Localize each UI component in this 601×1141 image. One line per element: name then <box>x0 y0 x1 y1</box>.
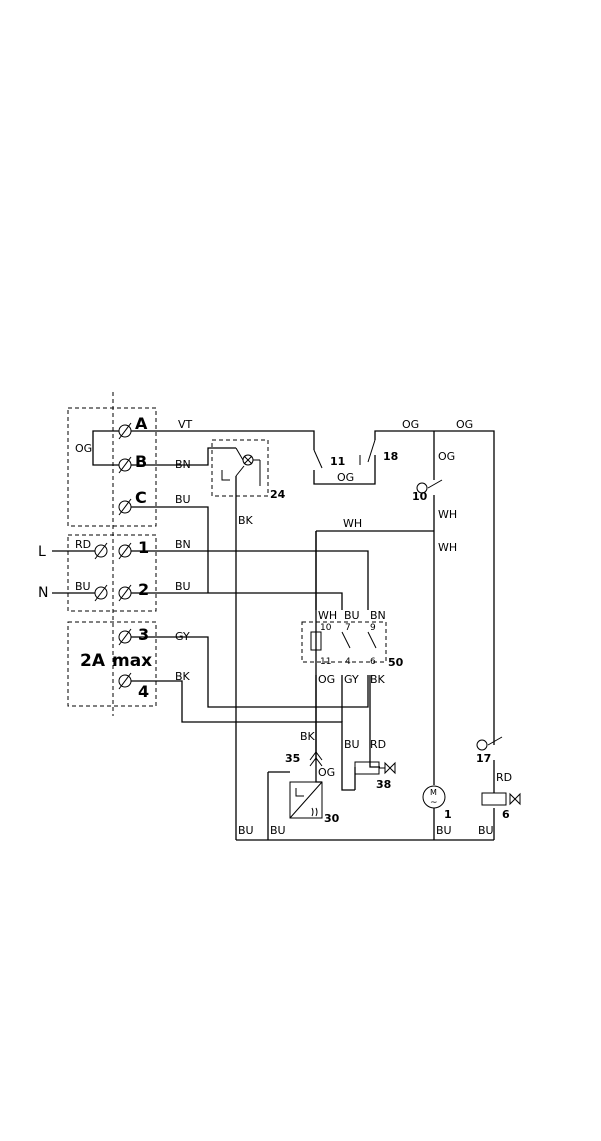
relay-pin-6: 6 <box>370 657 376 667</box>
component-1-label: 1 <box>444 808 452 821</box>
component-6-label: 6 <box>502 808 510 821</box>
wire-rd-1: RD <box>75 538 91 551</box>
relay-pin-10: 10 <box>320 623 332 633</box>
component-11-label: 11 <box>330 455 345 468</box>
relay-wire-bu: BU <box>344 609 360 622</box>
wire-og-left: OG <box>75 442 92 455</box>
terminal-b-label: B <box>135 452 147 471</box>
wire-bu-c: BU <box>175 493 191 506</box>
wire-bu-n: BU <box>75 580 91 593</box>
wire-og-top1: OG <box>402 418 419 431</box>
relay-pin-9: 9 <box>370 623 376 633</box>
valve-6-icon <box>510 794 520 804</box>
relay-wire-bk: BK <box>370 673 386 686</box>
wire-bu-bottom-1: BU <box>238 824 254 837</box>
wire-gy-3: GY <box>175 630 190 643</box>
supply-n-label: N <box>38 585 48 601</box>
relay-wire-og: OG <box>318 673 335 686</box>
relay-wire-wh: WH <box>318 609 337 622</box>
terminal-3-label: 3 <box>138 625 149 644</box>
wire-wh-top: WH <box>343 517 362 530</box>
terminal-4-label: 4 <box>138 682 149 701</box>
component-10-label: 10 <box>412 490 428 503</box>
motor-m-symbol: M <box>430 788 437 797</box>
valve-38-icon <box>385 763 395 773</box>
wire-bk-24: BK <box>238 514 254 527</box>
supply-l-label: L <box>38 544 46 560</box>
relay-wire-gy: GY <box>344 673 359 686</box>
wire-bu-38: BU <box>344 738 360 751</box>
terminal-1-label: 1 <box>138 538 149 557</box>
wire-og-mid: OG <box>337 471 354 484</box>
wire-wh-r2: WH <box>438 541 457 554</box>
switch-17-icon <box>477 740 487 750</box>
wire-rd-6: RD <box>496 771 512 784</box>
wire-bn-1: BN <box>175 538 191 551</box>
component-38-label: 38 <box>376 778 391 791</box>
valve-38-coil-icon <box>355 762 379 774</box>
wire-bk-35: BK <box>300 730 316 743</box>
fuse-max-label: max <box>112 651 152 671</box>
component-35-label: 35 <box>285 752 300 765</box>
wire-bu-bottom-2: BU <box>270 824 286 837</box>
wire-bu-bottom-3: BU <box>436 824 452 837</box>
wire-bk-4: BK <box>175 670 191 683</box>
relay-pin-4: 4 <box>345 657 351 667</box>
fuse-rating-label: 2A <box>80 651 106 671</box>
relay-pin-11: 11 <box>320 657 331 667</box>
component-17-label: 17 <box>476 752 491 765</box>
switch-11-icon <box>314 450 322 468</box>
wire-rd-38: RD <box>370 738 386 751</box>
component-30-label: 30 <box>324 812 340 825</box>
terminal-c-label: C <box>135 488 147 507</box>
wire-vt: VT <box>178 418 193 431</box>
switch-18-icon <box>368 440 375 462</box>
wire-bu-2: BU <box>175 580 191 593</box>
wire-og-right: OG <box>438 450 455 463</box>
terminal-2-label: 2 <box>138 580 149 599</box>
component-24-label: 24 <box>270 488 286 501</box>
terminal-a-label: A <box>135 414 148 433</box>
relay-wire-bn: BN <box>370 609 386 622</box>
wire-og-30: OG <box>318 766 335 779</box>
wire-og-top2: OG <box>456 418 473 431</box>
wire-bu-bottom-4: BU <box>478 824 494 837</box>
relay-pin-7: 7 <box>345 623 351 633</box>
motor-ac-symbol: ~ <box>430 798 438 808</box>
component-18-label: 18 <box>383 450 398 463</box>
wire-wh-r1: WH <box>438 508 457 521</box>
valve-6-coil-icon <box>482 793 506 805</box>
wire-bn-b: BN <box>175 458 191 471</box>
component-50-label: 50 <box>388 656 404 669</box>
